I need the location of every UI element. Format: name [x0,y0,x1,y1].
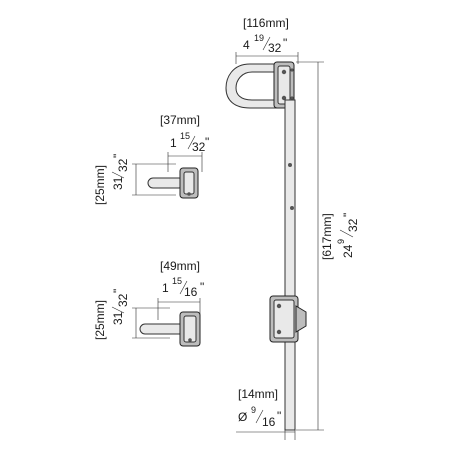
catch1-height-mm: [25mm] [93,165,107,205]
catch1-height-mark: " [111,154,125,158]
catch2-width-mm: [49mm] [160,259,200,273]
length-den: 32 [346,218,360,232]
catch2-width-den: 16 [184,285,198,299]
top-width-dimension: [116mm] 4 19 32 " [235,16,299,64]
catch2-height-den: 32 [116,293,130,307]
catch1-height-den: 32 [116,158,130,172]
diameter-num: 9 [251,405,256,415]
catch1-width-mm: [37mm] [160,113,200,127]
catch2-width-mark: " [200,280,204,294]
catch2-pin [139,323,187,335]
top-width-slash [262,36,271,51]
diameter-mm: [14mm] [238,387,278,401]
top-width-den: 32 [268,41,282,55]
catch2-height-mm: [25mm] [93,300,107,340]
length-mm: [617mm] [320,213,334,260]
top-width-whole: 4 [243,38,250,52]
diameter-den: 16 [262,415,276,429]
catch-1: [37mm] 1 15 32 " [25mm] 31 32 " [93,113,209,205]
diameter-mark: " [277,409,281,423]
catch-2: [49mm] 1 15 16 " [25mm] 31 32 " [93,259,204,347]
catch1-width-whole: 1 [170,136,177,150]
top-width-num: 19 [254,33,264,43]
bolt-rod [284,99,296,431]
screw-hole [281,95,287,101]
catch1-width-den: 32 [192,140,206,154]
catch2-height-mark: " [111,289,125,293]
main-bolt-assembly [225,61,307,431]
length-num: 9 [336,239,346,244]
top-width-mm: [116mm] [243,16,289,30]
catch2-height-whole: 31 [111,311,125,325]
catch1-width-num: 15 [180,131,190,141]
catch1-pin [147,177,185,189]
catch2-width-num: 15 [172,276,182,286]
length-whole: 24 [341,244,355,258]
diameter-symbol: Ø [238,410,247,424]
diameter-dimension: [14mm] Ø 9 16 " [236,387,296,440]
catch2-width-whole: 1 [162,281,169,295]
length-mark: " [341,213,355,217]
screw-hole [281,69,287,75]
catch1-width-mark: " [205,135,209,149]
catch1-height-whole: 31 [111,176,125,190]
top-width-mark: " [283,36,287,50]
u-handle [225,63,279,109]
length-dimension: [617mm] 24 9 32 " [296,61,360,431]
